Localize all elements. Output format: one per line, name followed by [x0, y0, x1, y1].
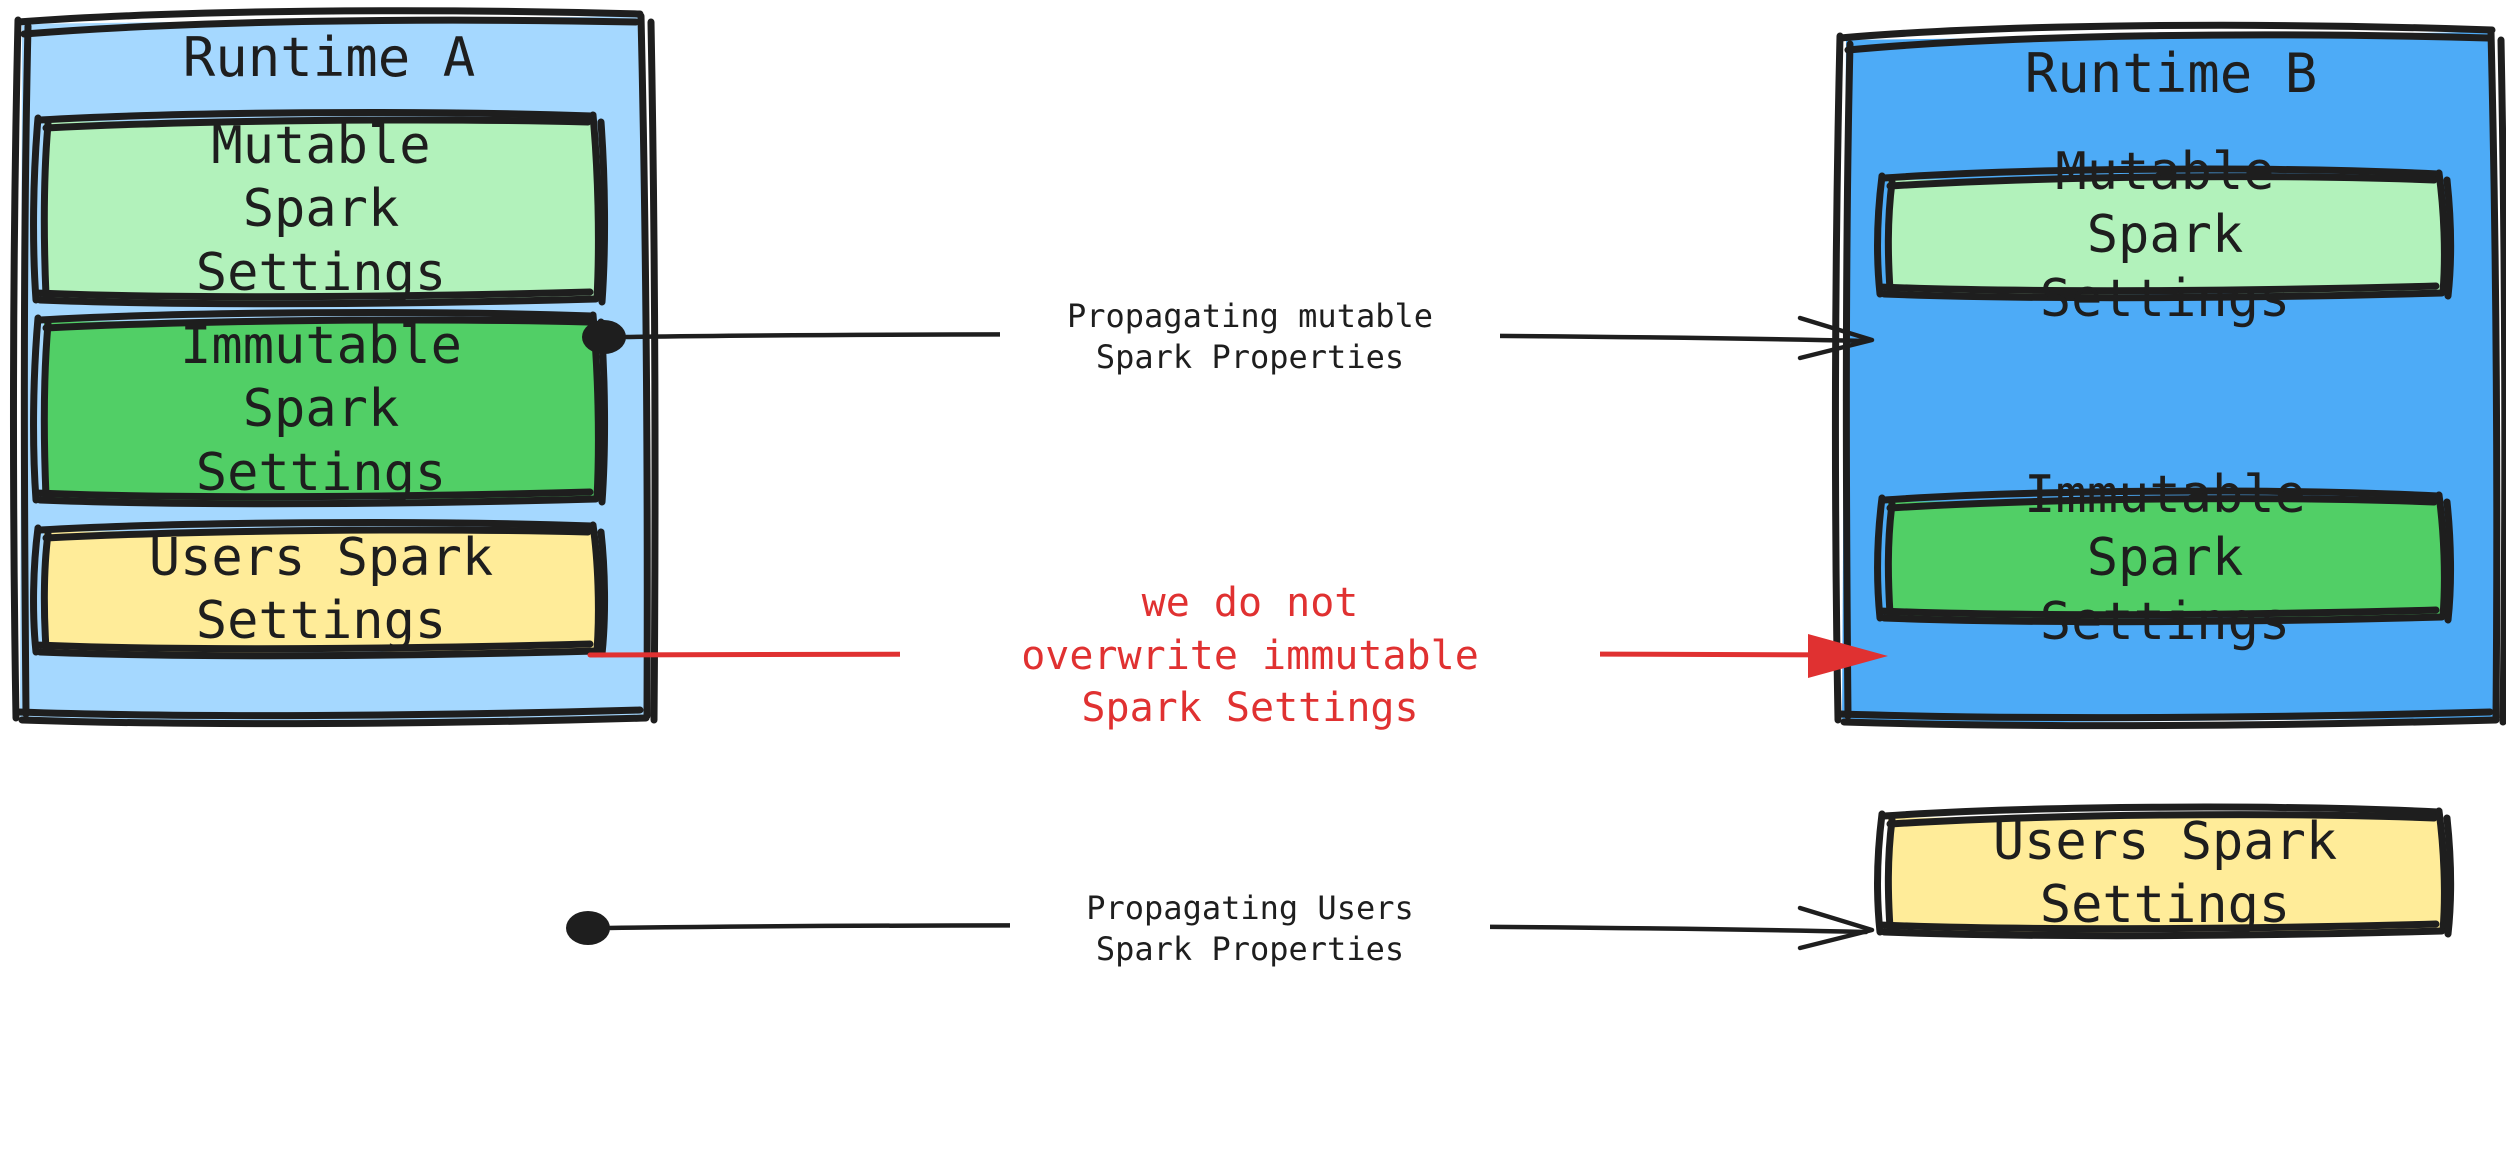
runtime-b-users-label: Users Spark Settings — [1992, 811, 2338, 935]
runtime-b-title: Runtime B — [2024, 42, 2318, 106]
connector-immutable-label: we do not overwrite immutable Spark Sett… — [900, 568, 1600, 744]
runtime-b-immutable-label: Immutable Spark Settings — [2024, 464, 2306, 652]
runtime-a-title: Runtime A — [182, 26, 476, 90]
runtime-a-users-label: Users Spark Settings — [148, 527, 494, 651]
connector-users-label: Propagating Users Spark Properties — [1010, 886, 1490, 972]
runtime-b-mutable-label: Mutable Spark Settings — [2039, 141, 2291, 329]
runtime-a-immutable-label: Immutable Spark Settings — [180, 315, 462, 503]
runtime-a-mutable-label: Mutable Spark Settings — [195, 115, 447, 303]
connector-mutable-label: Propagating mutable Spark Properties — [1000, 294, 1500, 380]
